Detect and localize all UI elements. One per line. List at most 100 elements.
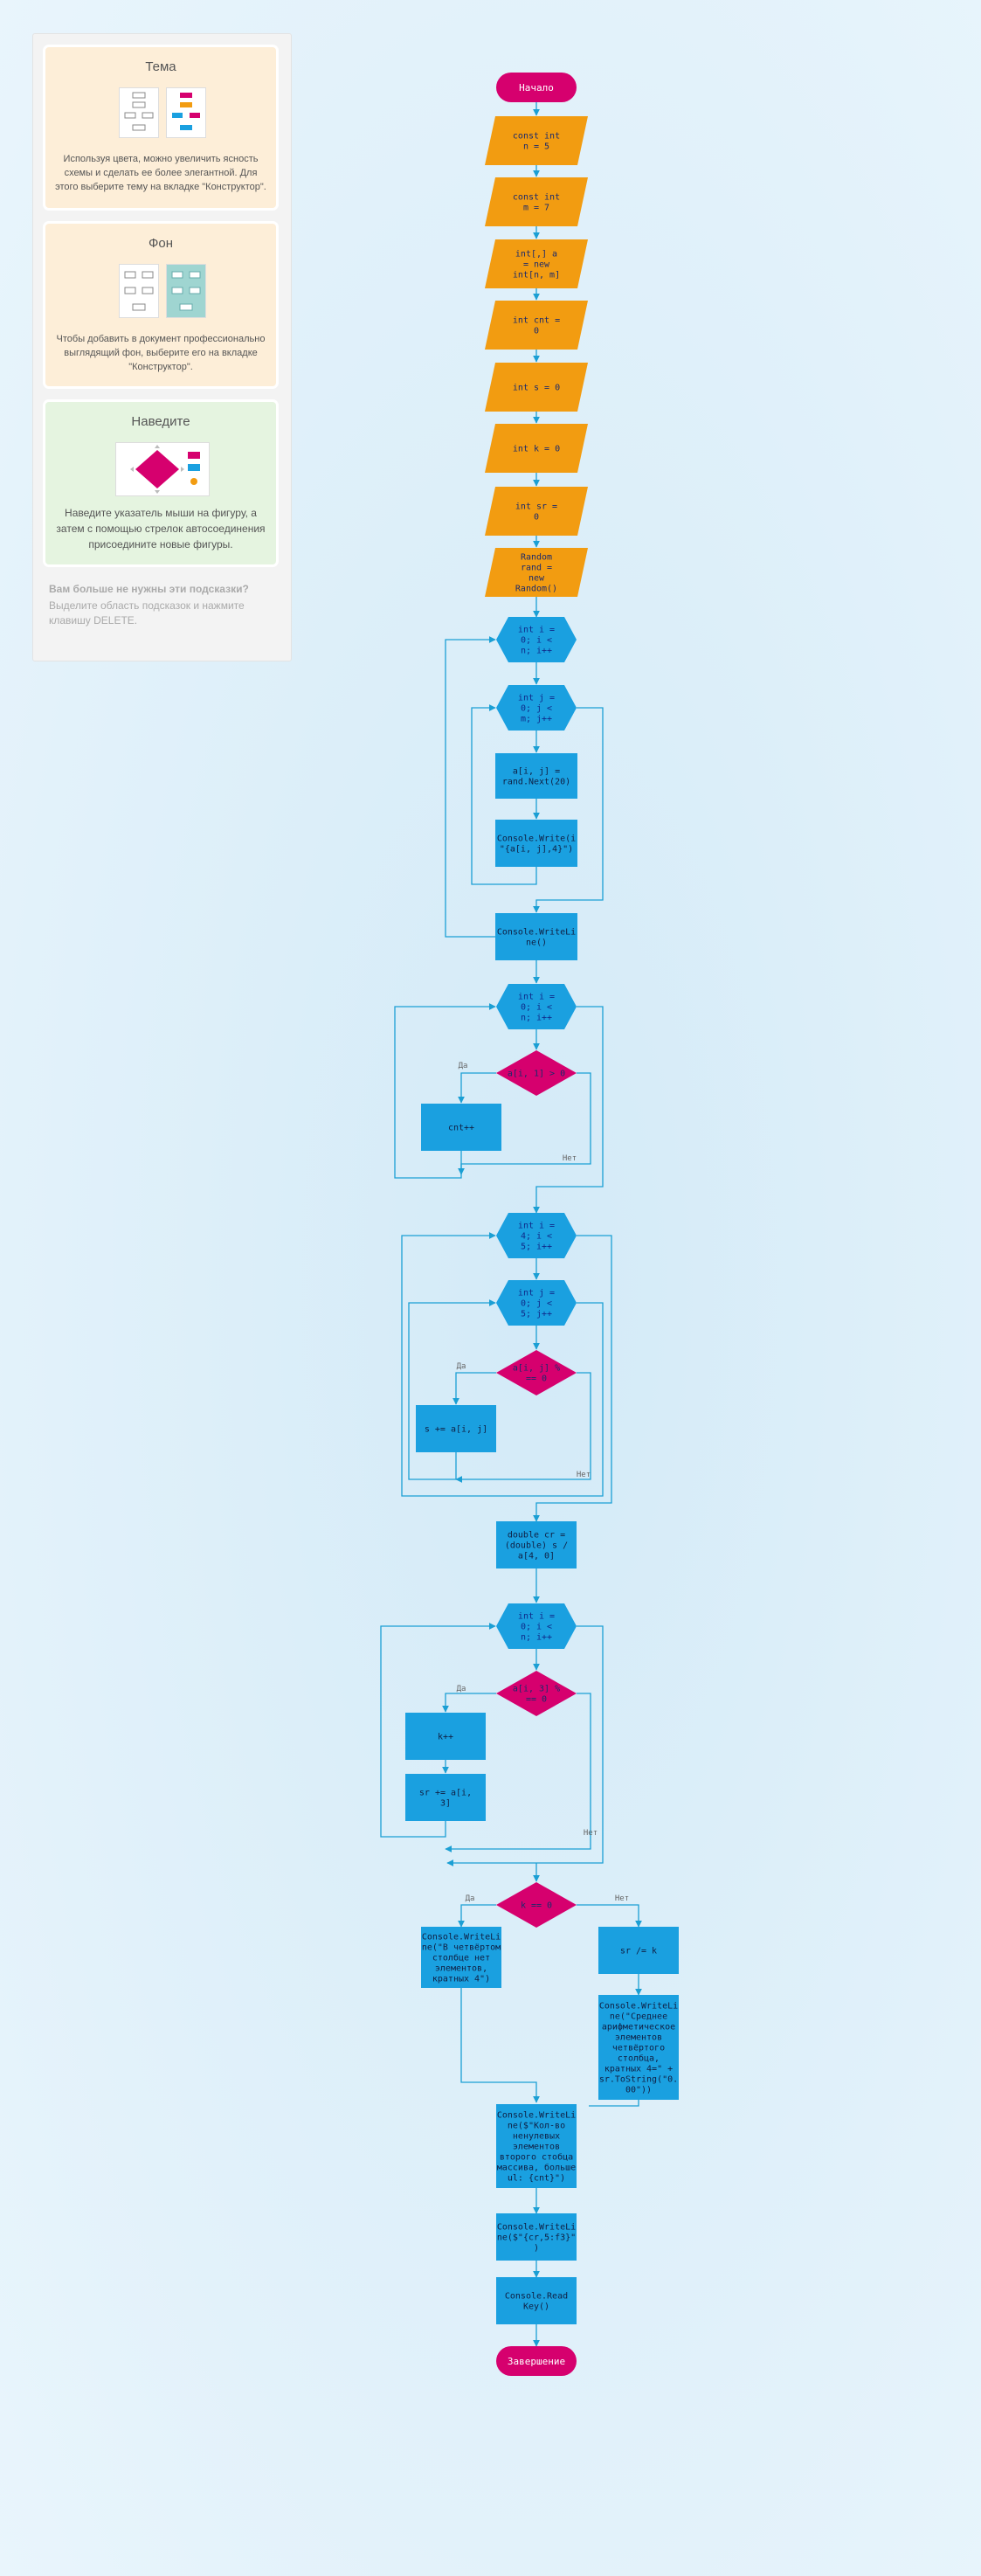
node-loop2-i[interactable] xyxy=(496,984,577,1029)
node-out-avg-line: 00")) xyxy=(625,2086,652,2095)
node-const-n[interactable] xyxy=(485,116,588,165)
node-cond2[interactable] xyxy=(496,1350,577,1395)
node-cond1[interactable] xyxy=(496,1050,577,1096)
node-out-none-line: столбце нет xyxy=(432,1953,490,1963)
node-out-none-line: элементов, xyxy=(435,1964,487,1974)
branch-label-no: Нет xyxy=(615,1894,629,1903)
node-sradd-line: sr += a[i, xyxy=(419,1789,472,1798)
theme-thumbnail-plain xyxy=(119,87,159,138)
connector-arrow xyxy=(445,636,496,938)
hint-hover-title: Наведите xyxy=(131,414,190,429)
node-out-avg-line: элементов xyxy=(615,2033,662,2043)
node-out-cr-line: ) xyxy=(534,2244,539,2254)
node-s[interactable] xyxy=(485,363,588,412)
hint-hover-text: Наведите указатель мыши на фигуру, а зат… xyxy=(56,507,266,551)
node-out-none-line: кратных 4") xyxy=(432,1975,490,1984)
node-out-cnt-line: Console.WriteLi xyxy=(497,2111,576,2121)
node-out-cnt-line: элементов xyxy=(513,2143,560,2152)
hint-background-title: Фон xyxy=(148,236,174,251)
node-cr-line: double cr = xyxy=(508,1531,565,1541)
node-cnt-line: int cnt = xyxy=(513,316,560,326)
node-readkey-line: Console.Read xyxy=(505,2292,568,2302)
hints-footer-title: Вам больше не нужны эти подсказки? xyxy=(49,583,249,595)
node-out-cnt-line: ne($"Кол-во xyxy=(508,2122,565,2131)
node-srdiv-line: sr /= k xyxy=(620,1947,657,1956)
node-cr[interactable] xyxy=(496,1521,577,1568)
node-write1-line: Console.Write(i xyxy=(497,834,576,844)
node-loop1-j[interactable] xyxy=(496,685,577,731)
node-cond2-line: a[i, j] % xyxy=(513,1364,560,1374)
node-sradd[interactable] xyxy=(405,1774,486,1821)
hint-card-theme: Тема Используя цвета, можно увеличить яс… xyxy=(43,45,279,211)
node-out-cnt-line: массива, больше xyxy=(497,2163,576,2173)
node-cond4[interactable] xyxy=(496,1882,577,1928)
node-out-avg-line: ne("Среднее xyxy=(610,2012,667,2022)
connector-arrow xyxy=(471,704,537,885)
connector-arrow xyxy=(533,707,604,913)
connector-arrow xyxy=(401,1232,604,1497)
node-s-line: int s = 0 xyxy=(513,384,560,393)
node-rand-line: Random() xyxy=(515,585,557,594)
connector-arrow xyxy=(577,1904,642,1928)
node-write1[interactable] xyxy=(495,820,577,867)
node-loop1-j-line: int j = xyxy=(518,694,555,703)
connector-arrow xyxy=(408,1299,496,1480)
node-start[interactable] xyxy=(496,73,577,102)
node-array[interactable] xyxy=(485,239,588,288)
node-writeline1[interactable] xyxy=(495,913,577,960)
node-rand-line: rand = xyxy=(521,564,552,573)
node-out-cnt-line: ненулевых xyxy=(513,2132,560,2142)
node-writeline1-line: ne() xyxy=(526,938,547,948)
connector-arrow xyxy=(460,1988,540,2103)
node-assign-line: rand.Next(20) xyxy=(502,778,570,787)
branch-label-no: Нет xyxy=(584,1829,598,1838)
node-rand[interactable] xyxy=(485,548,588,597)
node-cr-line: a[4, 0] xyxy=(518,1552,555,1562)
node-sadd-line: s += a[i, j] xyxy=(425,1425,487,1435)
node-loop3-i-line: 5; i++ xyxy=(521,1243,552,1252)
node-out-avg-line: столбца, xyxy=(618,2053,660,2064)
node-cnt-line: 0 xyxy=(534,327,539,336)
connector-arrow xyxy=(394,1003,496,1179)
node-cr-line: (double) s / xyxy=(505,1541,568,1551)
node-end[interactable] xyxy=(496,2346,577,2376)
node-sadd[interactable] xyxy=(416,1405,496,1452)
node-cond3[interactable] xyxy=(496,1671,577,1716)
node-loop1-i[interactable] xyxy=(496,617,577,662)
node-out-cr-line: ne($"{cr,5:f3}" xyxy=(497,2233,576,2243)
node-srdiv[interactable] xyxy=(598,1927,679,1974)
node-out-avg[interactable] xyxy=(598,1995,679,2100)
node-loop3-j-line: 0; j < xyxy=(521,1299,552,1309)
node-loop4-i-line: 0; i < xyxy=(521,1623,552,1632)
node-out-cr[interactable] xyxy=(496,2213,577,2261)
node-loop4-i[interactable] xyxy=(496,1603,577,1649)
node-kpp[interactable] xyxy=(405,1713,486,1760)
node-out-cnt[interactable] xyxy=(496,2104,577,2188)
node-writeline1-line: Console.WriteLi xyxy=(497,928,576,938)
branch-label-yes: Да xyxy=(457,1362,466,1371)
connector-arrow xyxy=(380,1623,496,1838)
node-readkey[interactable] xyxy=(496,2277,577,2324)
node-loop3-i-line: 4; i < xyxy=(521,1232,552,1242)
node-cnt[interactable] xyxy=(485,301,588,350)
node-sr[interactable] xyxy=(485,487,588,536)
node-const-m-line: const int xyxy=(513,193,560,203)
node-assign-line: a[i, j] = xyxy=(513,767,560,777)
node-k-line: int k = 0 xyxy=(513,445,560,454)
node-assign[interactable] xyxy=(495,753,577,799)
node-loop3-j-line: 5; j++ xyxy=(521,1310,552,1319)
node-sr-line: int sr = xyxy=(515,502,557,512)
node-loop2-i-line: int i = xyxy=(518,993,555,1002)
node-k[interactable] xyxy=(485,424,588,473)
node-loop1-j-line: 0; j < xyxy=(521,704,552,714)
node-cntpp[interactable] xyxy=(421,1104,501,1151)
node-const-m[interactable] xyxy=(485,177,588,226)
node-out-none[interactable] xyxy=(421,1927,501,1988)
node-loop3-j[interactable] xyxy=(496,1280,577,1326)
hover-thumbnail xyxy=(115,442,210,496)
theme-thumbnail-colored xyxy=(166,87,206,138)
branch-label-yes: Да xyxy=(457,1685,466,1693)
background-thumbnail-teal xyxy=(166,264,206,318)
node-loop3-i[interactable] xyxy=(496,1213,577,1258)
